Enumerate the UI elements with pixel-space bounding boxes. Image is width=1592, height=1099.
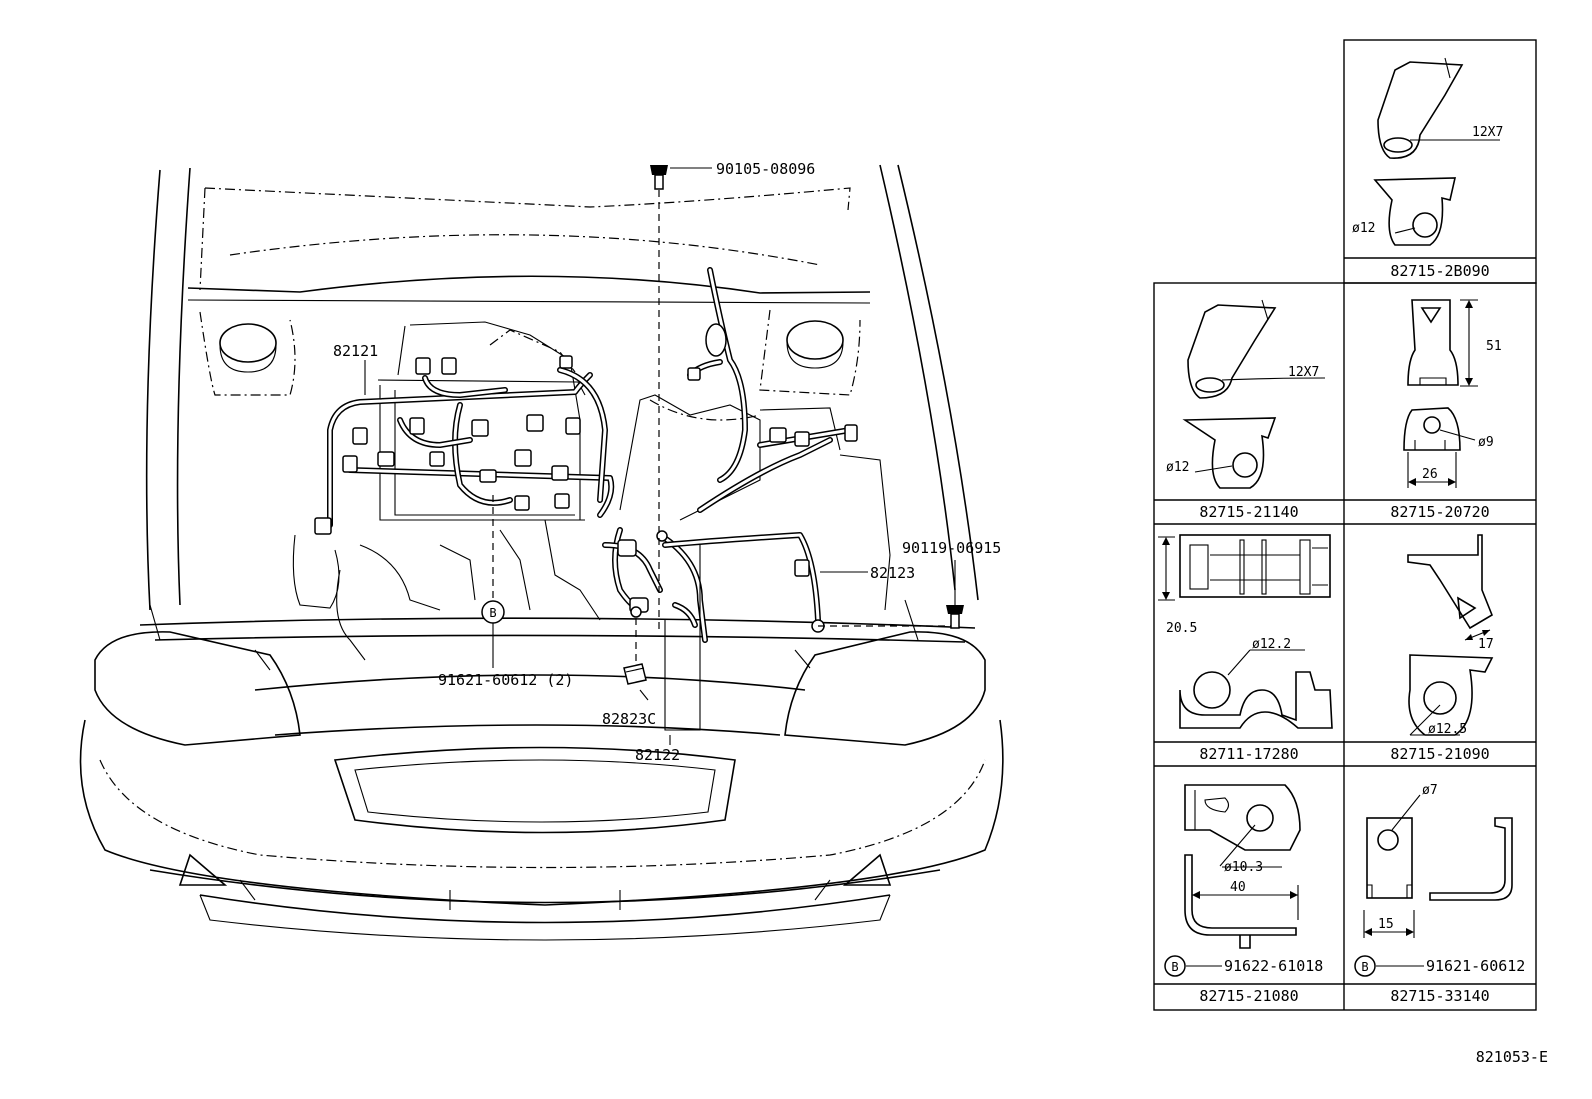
dim-dia10-3: ø10.3 <box>1224 860 1263 875</box>
wire-harness-82123 <box>662 267 955 633</box>
wire-harness-82121 <box>327 367 615 528</box>
dim-dia12-b: ø12 <box>1166 460 1189 475</box>
callout-harness-82123: 82123 <box>870 564 915 582</box>
dim-40: 40 <box>1230 880 1246 895</box>
callout-clamp-b: 91621-60612 (2) <box>438 671 573 689</box>
dim-15: 15 <box>1378 917 1394 932</box>
connector-82823c-icon <box>623 618 647 685</box>
part-82715-21080: 82715-21080 <box>1199 987 1298 1005</box>
dim-20-5: 20.5 <box>1166 621 1197 636</box>
dim-12x7-b: 12X7 <box>1288 365 1319 380</box>
cell-82715-21140: 12X7 ø12 82715-21140 <box>1166 299 1326 521</box>
part-82715-21140: 82715-21140 <box>1199 503 1298 521</box>
bolt-90119-icon <box>946 605 964 629</box>
dim-17: 17 <box>1478 637 1494 652</box>
dim-dia12-5: ø12.5 <box>1428 722 1467 737</box>
callout-bolt-top: 90105-08096 <box>716 160 815 178</box>
part-82715-33140: 82715-33140 <box>1390 987 1489 1005</box>
cell-82711-17280: 20.5 ø12.2 82711-17280 <box>1158 534 1333 763</box>
callout-harness-82122: 82122 <box>635 746 680 764</box>
wire-harness-82122 <box>602 527 708 643</box>
sub-part-91622-61018: 91622-61018 <box>1224 957 1323 975</box>
leader-lines <box>364 167 956 745</box>
b-marker-main-label: B <box>489 606 496 620</box>
dim-dia7: ø7 <box>1422 783 1438 798</box>
dim-12x7-a: 12X7 <box>1472 125 1503 140</box>
cell-82715-2b090: 12X7 ø12 82715-2B090 <box>1352 57 1503 280</box>
callout-connector-82823c: 82823C <box>602 710 656 728</box>
cell-82715-20720: 51 ø9 26 82715-20720 <box>1390 299 1502 521</box>
dim-dia12-2: ø12.2 <box>1252 637 1291 652</box>
part-82711-17280: 82711-17280 <box>1199 745 1298 763</box>
car-front-illustration <box>79 164 1004 941</box>
dim-dia9: ø9 <box>1478 435 1494 450</box>
b-marker-21080-label: B <box>1171 960 1178 974</box>
cell-82715-21080: B ø10.3 40 91622-61018 82715-21080 <box>1164 784 1323 1005</box>
callout-bolt-right: 90119-06915 <box>902 539 1001 557</box>
part-82715-2b090: 82715-2B090 <box>1390 262 1489 280</box>
dim-51: 51 <box>1486 339 1502 354</box>
b-marker-33140-label: B <box>1361 960 1368 974</box>
dim-26: 26 <box>1422 467 1438 482</box>
sub-part-91621-60612: 91621-60612 <box>1426 957 1525 975</box>
parts-table <box>1153 39 1537 1011</box>
part-82715-21090: 82715-21090 <box>1390 745 1489 763</box>
callout-harness-82121: 82121 <box>333 342 378 360</box>
cell-82715-33140: B ø7 15 91621-60612 82715-33140 <box>1354 783 1525 1005</box>
cell-82715-21090: 17 ø12.5 82715-21090 <box>1390 534 1494 763</box>
bolt-90105-icon <box>650 165 668 630</box>
b-marker-main: B <box>481 495 505 668</box>
diagram-code: 821053-E <box>1476 1048 1548 1066</box>
harness-connectors <box>314 355 581 535</box>
dim-dia12-a: ø12 <box>1352 221 1375 236</box>
part-82715-20720: 82715-20720 <box>1390 503 1489 521</box>
